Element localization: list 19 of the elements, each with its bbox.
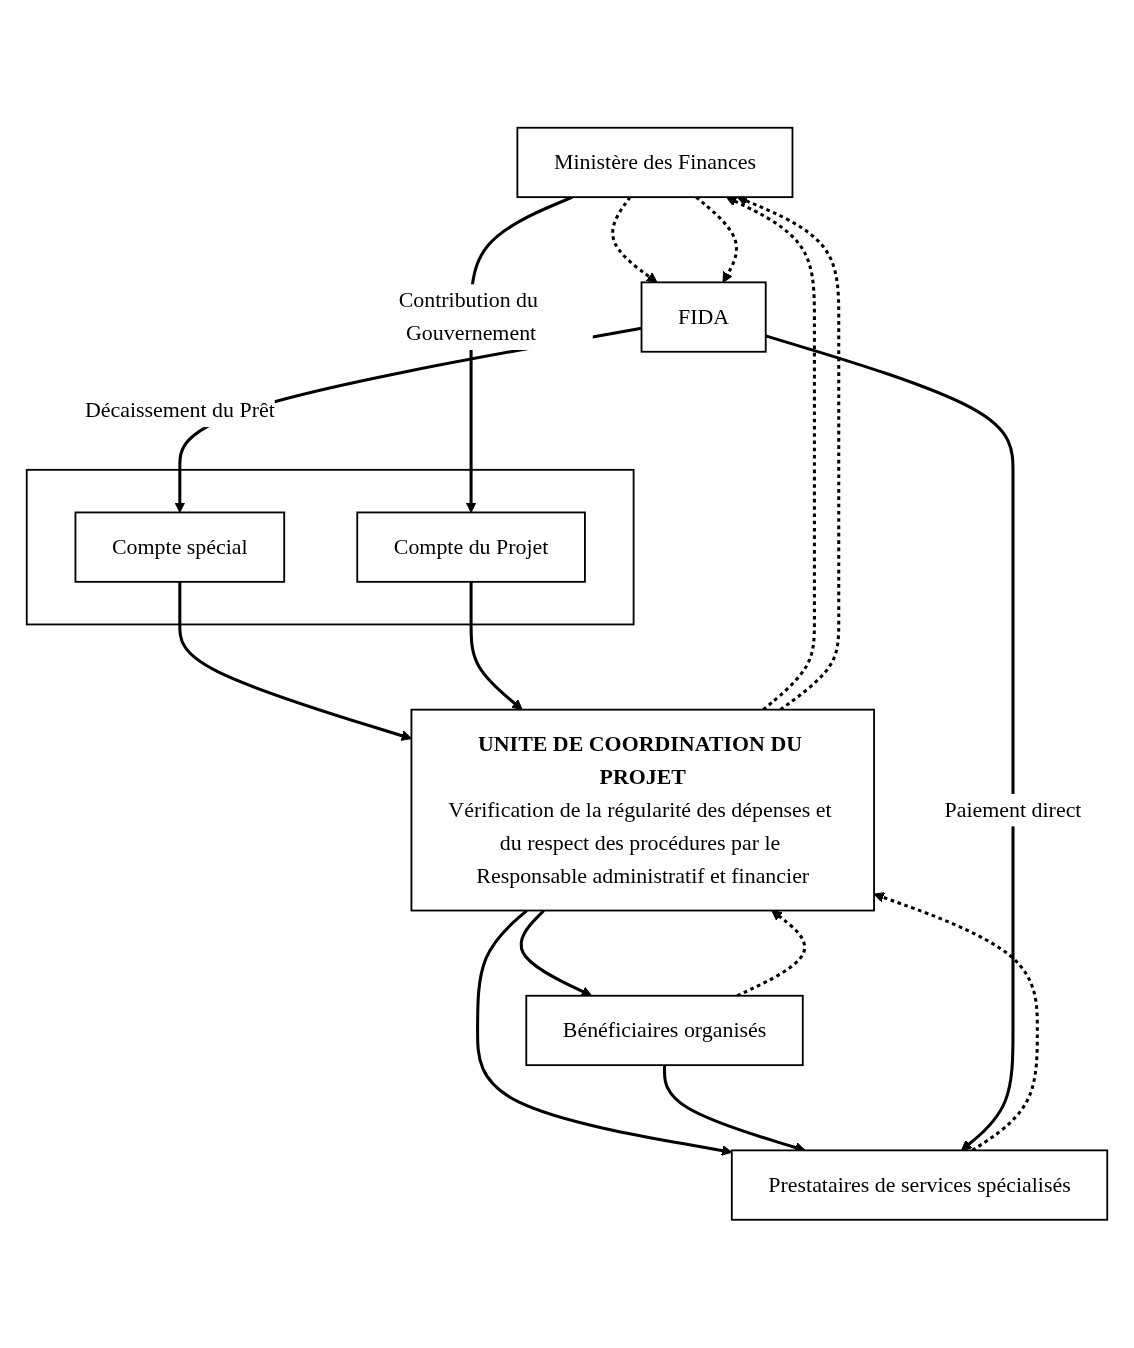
arrow [695, 196, 738, 284]
node-box: Prestataires de services spécialisés [730, 1149, 1109, 1221]
node-box: UNITE DE COORDINATION DU PROJET Vérification de la régularité des dépenses et du respect des procédures par le Responsable administratif et financier [410, 709, 875, 912]
arrow [476, 909, 733, 1157]
arrow [469, 582, 523, 711]
node-box: Bénéficiaires organisés [525, 995, 804, 1067]
edge-label: Décaissement du Prêt [84, 398, 275, 423]
edge-label: Contribution du Gouvernement [398, 288, 539, 346]
node-box: Compte du Projet [356, 511, 586, 583]
node-box: Compte spécial [74, 511, 286, 583]
arrow [765, 334, 1015, 1152]
arrow [736, 910, 807, 998]
arrow [519, 909, 593, 997]
node-box: FIDA [640, 281, 767, 353]
node-box: Ministère des Finances [516, 127, 794, 199]
edge-label: Paiement direct [944, 797, 1082, 822]
cluster [25, 469, 635, 626]
arrow [178, 582, 412, 742]
arrow [611, 196, 658, 284]
